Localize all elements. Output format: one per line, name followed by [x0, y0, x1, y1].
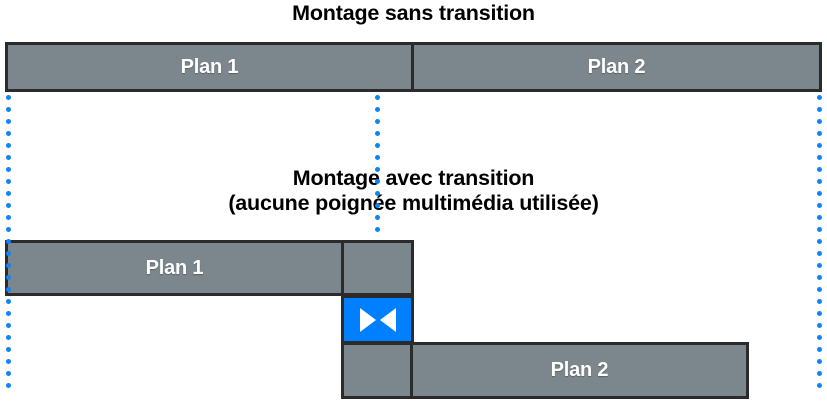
- transition-block[interactable]: [341, 295, 414, 344]
- bottom-clip-plan-2[interactable]: Plan 2: [341, 342, 749, 399]
- bottom-clip-plan-2-body: Plan 2: [413, 345, 746, 396]
- top-clip-plan-2-body: Plan 2: [414, 45, 819, 89]
- bottom-clip-plan-1-label: Plan 1: [145, 256, 204, 279]
- top-clip-plan-1[interactable]: Plan 1: [5, 42, 414, 92]
- bottom-clip-plan-1-body: Plan 1: [8, 243, 344, 293]
- bottom-section-title: Montage avec transition (aucune poignée …: [0, 166, 827, 217]
- top-clip-plan-2-label: Plan 2: [587, 55, 646, 78]
- bottom-clip-plan-1-media-handle[interactable]: [344, 243, 411, 293]
- bottom-section-title-line-1: Montage avec transition: [292, 166, 535, 190]
- bottom-clip-plan-2-media-handle[interactable]: [344, 345, 413, 396]
- bottom-clip-plan-1[interactable]: Plan 1: [5, 240, 414, 296]
- bottom-section-title-line-2: (aucune poignée multimédia utilisée): [228, 191, 599, 216]
- top-clip-plan-2[interactable]: Plan 2: [411, 42, 822, 92]
- top-section-title: Montage sans transition: [292, 1, 535, 25]
- top-clip-plan-1-label: Plan 1: [180, 55, 239, 78]
- alignment-guide-left: [6, 95, 11, 395]
- cross-dissolve-transition-icon: [359, 307, 397, 333]
- alignment-guide-right: [817, 95, 822, 395]
- bottom-clip-plan-2-label: Plan 2: [550, 359, 609, 381]
- alignment-guide-center: [375, 95, 380, 245]
- top-clip-plan-1-body: Plan 1: [8, 45, 411, 89]
